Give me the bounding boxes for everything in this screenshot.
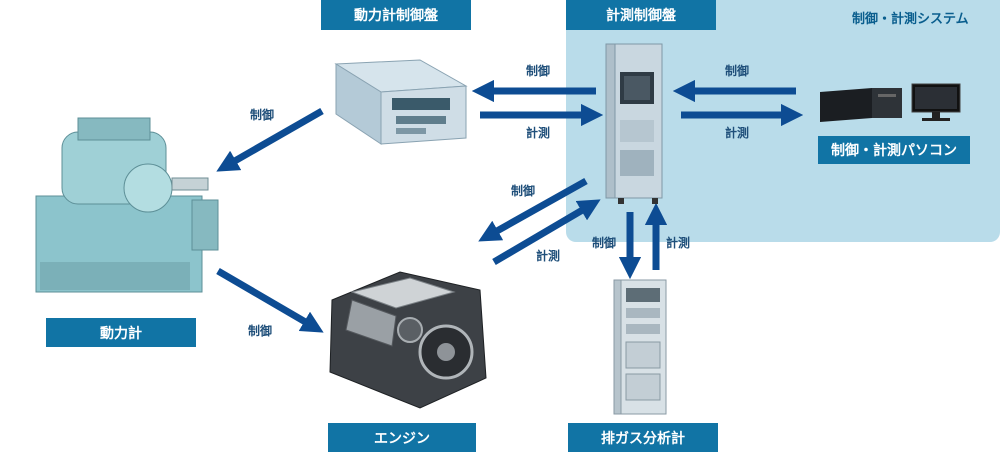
label-meas-to-power: 制御 — [526, 64, 551, 78]
power-controller-label: 動力計制御盤 — [321, 0, 471, 30]
exhaust-analyzer-label: 排ガス分析計 — [568, 423, 718, 452]
dynamometer-image — [35, 117, 219, 293]
label-dyno-to-engine: 制御 — [248, 324, 273, 338]
arrow-meas-to-engine — [478, 177, 588, 242]
label-power-to-meas: 計測 — [526, 126, 551, 140]
arrow-power-to-dyno — [216, 107, 324, 172]
label-pc-to-meas: 制御 — [725, 64, 750, 78]
measurement-cabinet-image — [605, 43, 663, 204]
engine-label: エンジン — [328, 423, 476, 452]
measurement-controller-label: 計測制御盤 — [566, 0, 716, 30]
label-meas-to-engine: 制御 — [511, 184, 536, 198]
label-exhaust-to-meas: 計測 — [666, 236, 691, 250]
control-pc-label: 制御・計測パソコン — [818, 136, 970, 164]
dynamometer-label: 動力計 — [46, 318, 196, 347]
arrow-engine-to-meas — [492, 199, 601, 266]
label-meas-to-exhaust: 制御 — [592, 236, 617, 250]
power-controller-image — [334, 59, 468, 145]
system-title: 制御・計測システム — [852, 12, 969, 27]
label-engine-to-meas: 計測 — [536, 249, 561, 263]
label-meas-to-pc: 計測 — [725, 126, 750, 140]
label-power-to-dyno: 制御 — [250, 108, 275, 122]
engine-image — [329, 271, 487, 409]
arrow-dyno-to-engine — [216, 267, 324, 333]
control-pc-image — [820, 83, 961, 122]
exhaust-analyzer-image — [613, 279, 667, 415]
